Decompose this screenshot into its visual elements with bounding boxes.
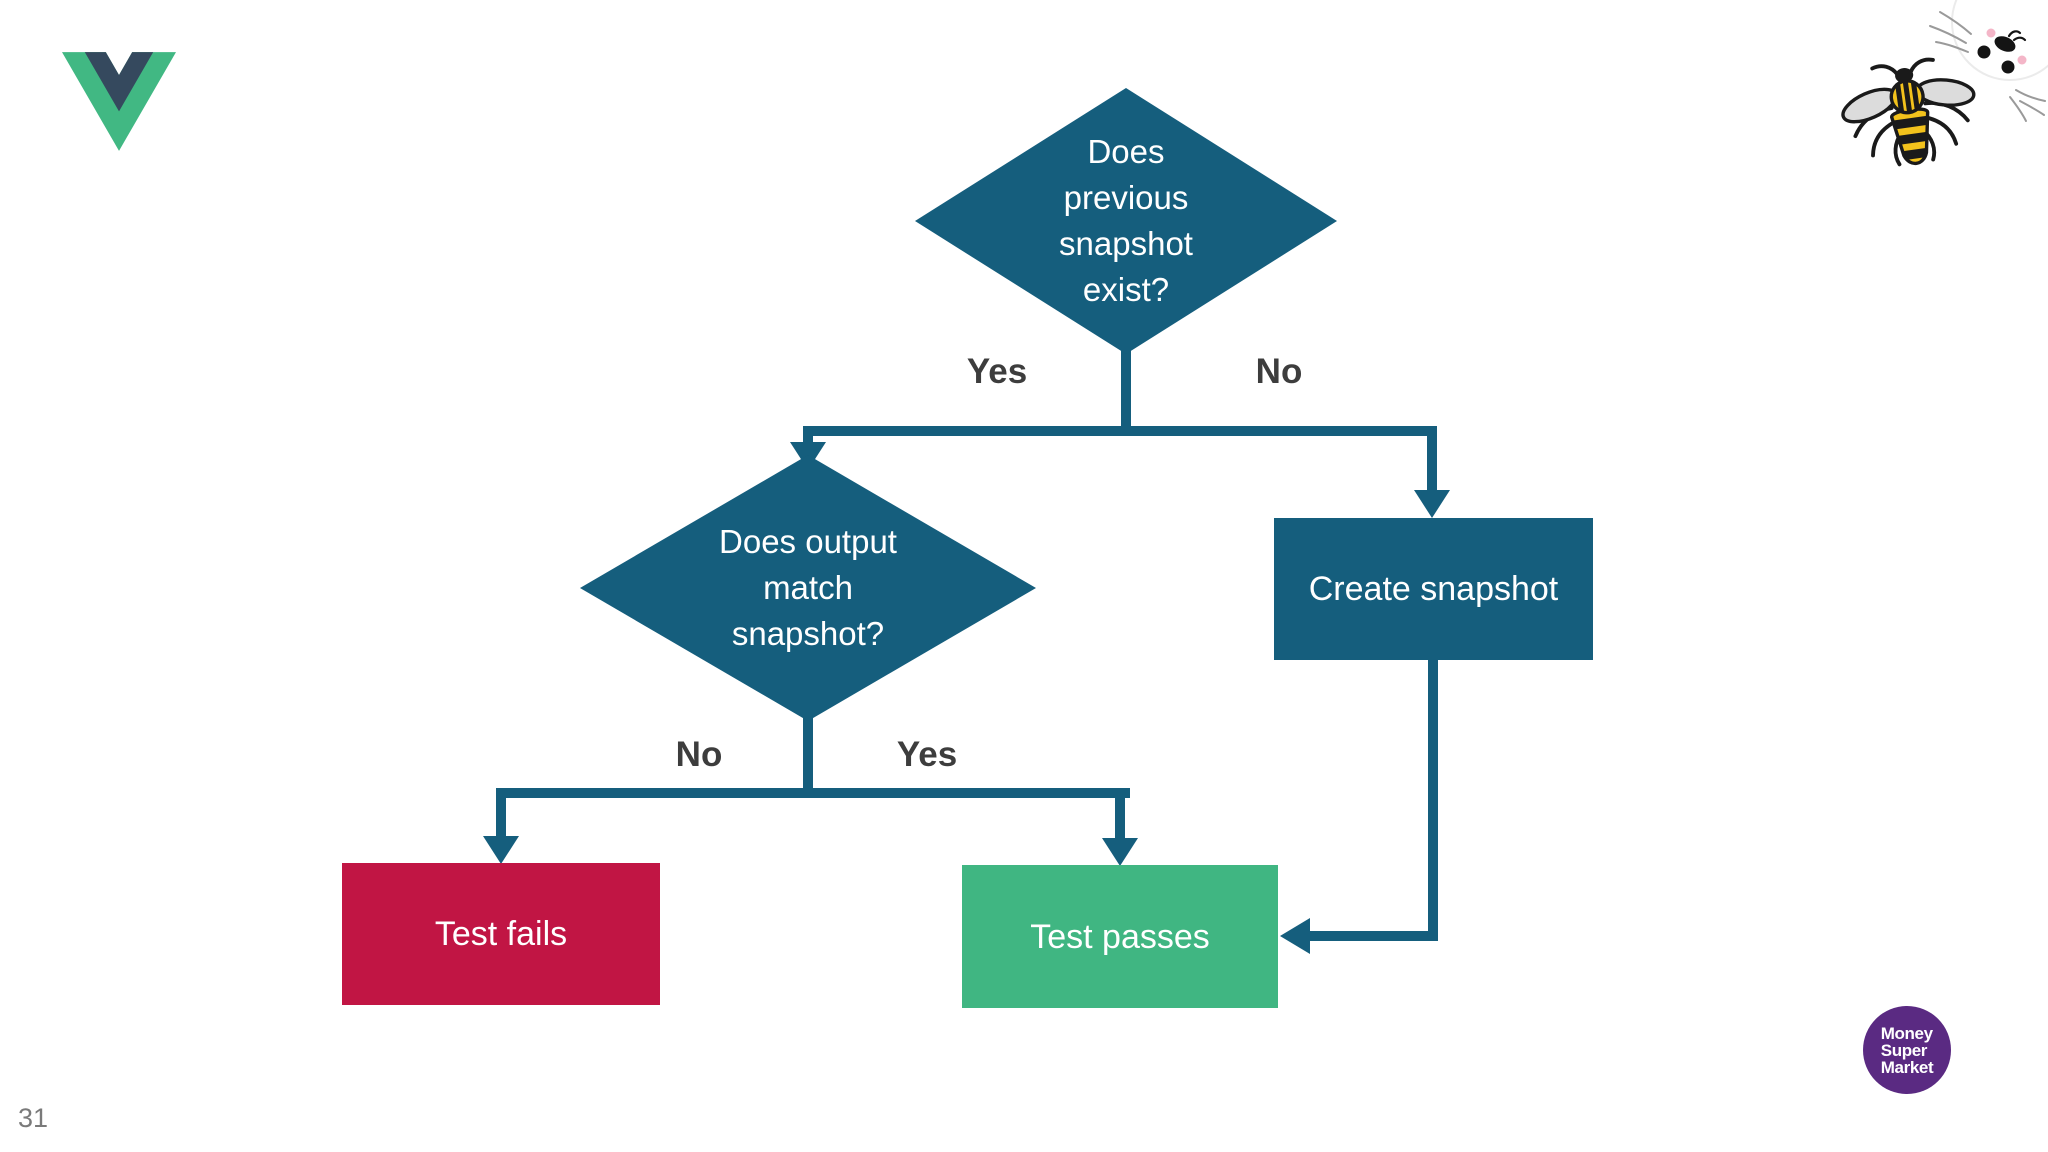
decision-previous-snapshot-exists: Does previous snapshot exist? — [915, 88, 1337, 354]
connector-branch2-horizontal — [496, 788, 1130, 798]
decision2-label: Does output match snapshot? — [719, 523, 897, 652]
moneysupermarket-logo: Money Super Market — [1863, 1006, 1951, 1094]
process-create-snapshot: Create snapshot — [1274, 518, 1593, 660]
branch-label-no-mid: No — [675, 735, 723, 774]
connector-branch2-right-vertical — [1115, 788, 1125, 840]
decision1-label: Does previous snapshot exist? — [1059, 133, 1193, 308]
connector-branch1-right-vertical — [1427, 426, 1437, 492]
test-passes-label: Test passes — [1030, 917, 1210, 956]
branch-label-yes-mid: Yes — [896, 735, 958, 774]
result-test-passes: Test passes — [962, 865, 1278, 1008]
peeking-cat-icon — [1878, 0, 2048, 130]
branch-label-no-top: No — [1255, 352, 1303, 391]
moneysupermarket-logo-text: Money Super Market — [1880, 1023, 1934, 1077]
vue-logo-icon — [62, 52, 177, 151]
branch-label-yes-top: Yes — [966, 352, 1028, 391]
test-fails-label: Test fails — [434, 915, 568, 953]
connector-decision2-stub — [803, 718, 813, 798]
vue-logo — [62, 52, 177, 151]
connector-decision1-stub — [1121, 350, 1131, 436]
arrow-down-into-fail — [483, 836, 519, 864]
create-snapshot-label: Create snapshot — [1308, 570, 1559, 608]
page-number: 31 — [18, 1103, 49, 1133]
arrow-down-into-pass — [1102, 838, 1138, 866]
arrow-left-into-pass — [1280, 918, 1310, 954]
manchester-bee-icon — [1833, 49, 1986, 185]
connector-branch2-left-vertical — [496, 788, 506, 838]
decision-output-matches-snapshot: Does output match snapshot? — [580, 455, 1036, 721]
result-test-fails: Test fails — [342, 863, 660, 1005]
arrow-down-into-create — [1414, 490, 1450, 518]
connector-create-vertical — [1428, 660, 1438, 941]
connector-branch1-left-vertical — [803, 426, 813, 446]
connector-create-horizontal — [1306, 931, 1438, 941]
connector-branch1-horizontal — [803, 426, 1437, 436]
